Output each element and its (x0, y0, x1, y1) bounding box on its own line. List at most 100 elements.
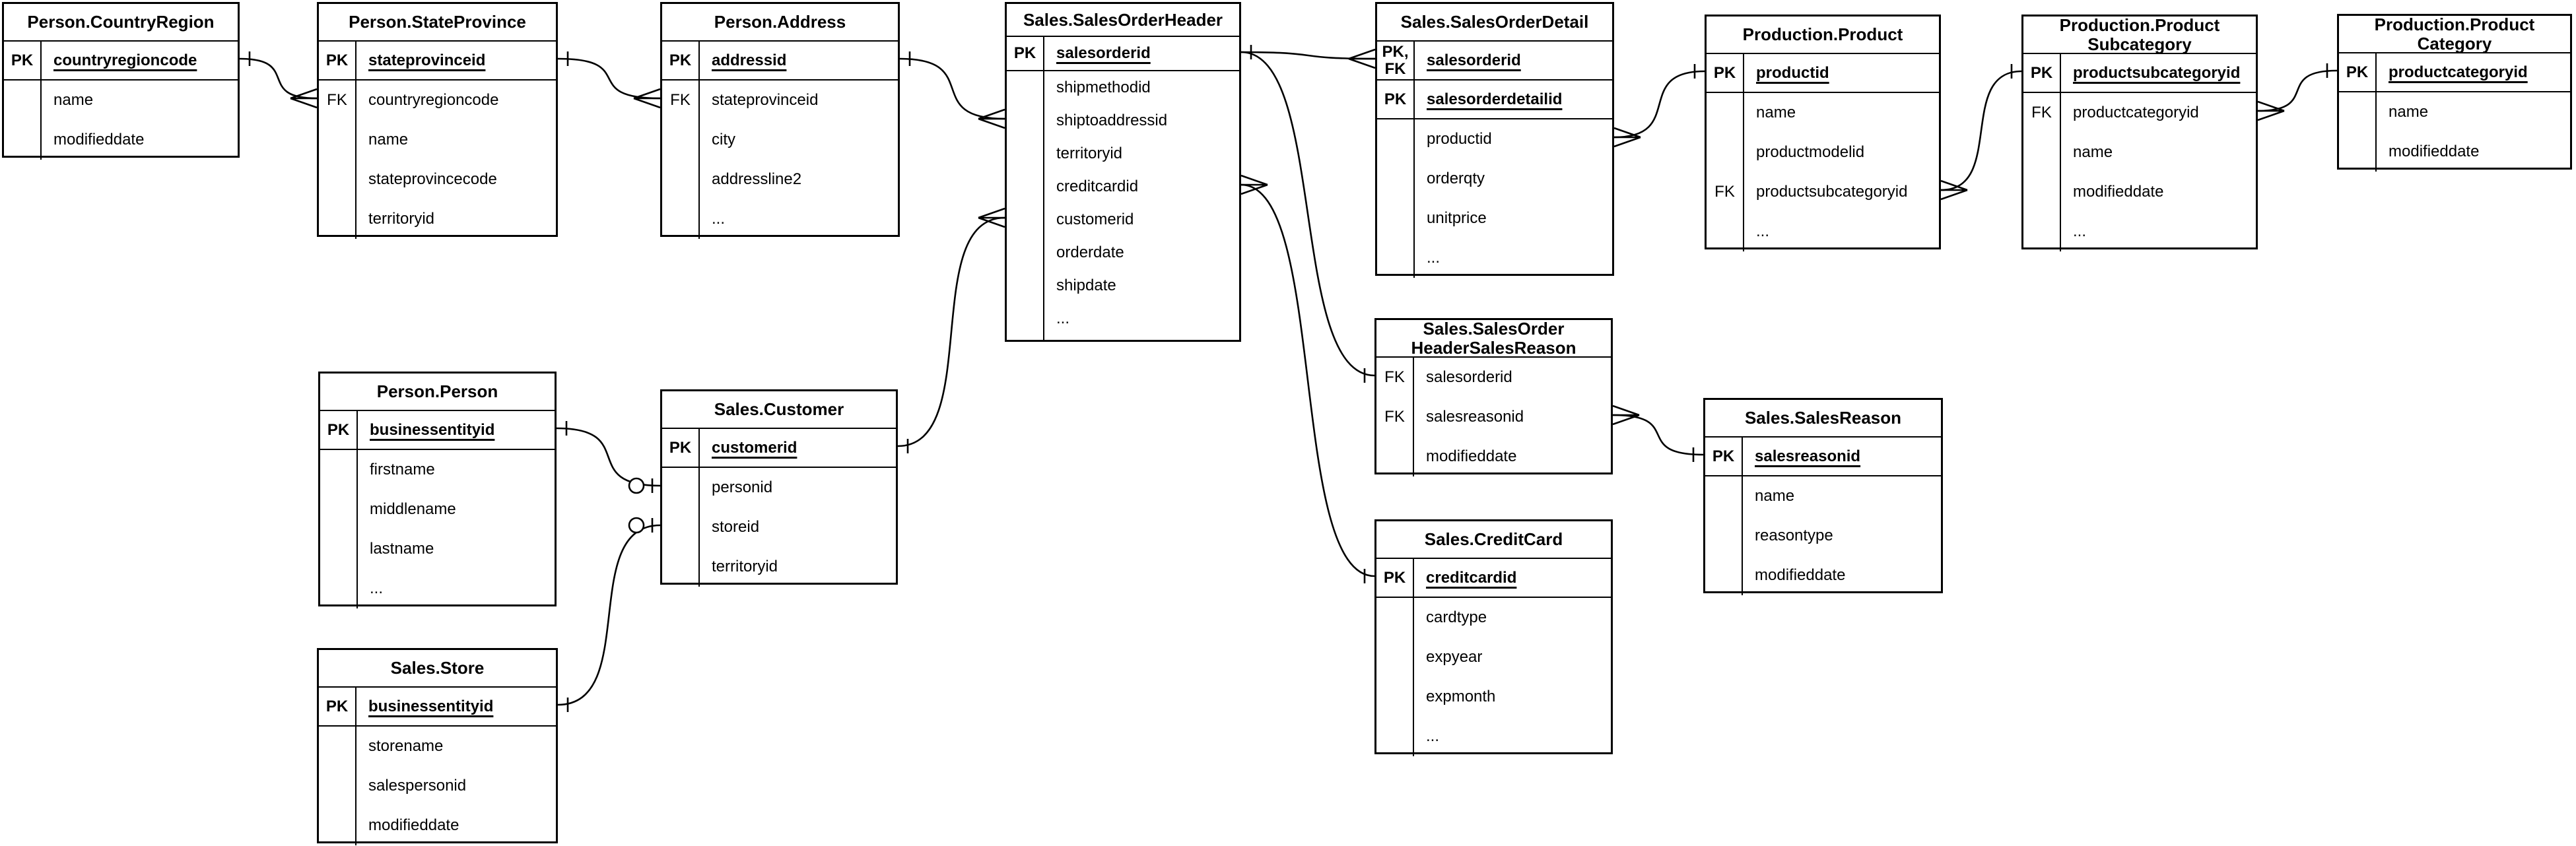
field-name: ... (1056, 309, 1070, 327)
foreign-key-badge: FK (2031, 104, 2052, 121)
key-badge: PK (662, 429, 700, 467)
relationship-salesreason-to-headersalesreason (1612, 405, 1704, 462)
key-column (2339, 92, 2377, 172)
field-name: orderqty (1427, 170, 1485, 187)
primary-key-field: productsubcategoryid (2073, 63, 2241, 82)
empty-key-cell (320, 490, 356, 529)
entity-title: Production.Product Subcategory (2023, 16, 2256, 54)
field-name: ... (1427, 249, 1441, 267)
entity-title: Person.CountryRegion (4, 4, 238, 42)
field-name: expmonth (1426, 688, 1496, 705)
primary-key-field: salesorderid (1427, 51, 1521, 69)
relationship-countryregion-to-stateprovince (239, 51, 318, 109)
entity-title: Person.Person (320, 374, 555, 411)
field-name: storename (368, 737, 444, 755)
key-badge: PK (319, 42, 356, 79)
key-badge: PK (1705, 438, 1743, 475)
empty-key-cell (1007, 104, 1043, 137)
entity-title: Sales.SalesOrderHeader (1007, 4, 1239, 37)
empty-key-cell (1007, 170, 1043, 203)
field-name: stateprovinceid (712, 91, 819, 109)
key-badge: PK, FK (1377, 42, 1415, 79)
entity-title: Production.Product (1707, 16, 1939, 54)
field-name: modifieddate (2073, 183, 2164, 201)
key-column: FK (319, 81, 356, 239)
field-name: creditcardid (1056, 178, 1139, 195)
key-badge: PK (2339, 53, 2377, 91)
field-name: ... (370, 579, 384, 597)
field-name: addressline2 (712, 170, 802, 188)
key-column: FK (1707, 93, 1744, 251)
entity-title: Production.Product Category (2339, 15, 2570, 53)
primary-key-field: creditcardid (1426, 568, 1517, 587)
empty-key-cell (2339, 92, 2375, 132)
empty-key-cell (1007, 269, 1043, 302)
field-name: name (1755, 487, 1795, 505)
empty-key-cell (319, 766, 355, 806)
field-name: customerid (1056, 211, 1134, 228)
field-name: salesreasonid (1426, 408, 1524, 426)
relationship-person-to-customer (556, 421, 661, 494)
field-name: territoryid (1056, 145, 1123, 162)
key-badge: PK (4, 42, 42, 79)
relationship-productcategory-to-productsubcategory (2257, 63, 2338, 121)
key-badge: PK (319, 688, 356, 725)
entity-title: Sales.SalesOrder HeaderSalesReason (1376, 319, 1611, 358)
field-name: unitprice (1427, 209, 1487, 227)
field-name: name (2389, 103, 2429, 121)
field-name: lastname (370, 540, 434, 558)
empty-key-cell (662, 120, 698, 160)
empty-key-cell (319, 727, 355, 766)
empty-key-cell (1376, 598, 1413, 637)
primary-key-field: businessentityid (370, 420, 495, 439)
relationship-customer-to-salesorderheader (897, 207, 1005, 453)
entity-title: Person.StateProvince (319, 4, 556, 42)
field-name: modifieddate (2389, 143, 2480, 160)
foreign-key-badge: FK (327, 91, 347, 109)
field-name: reasontype (1755, 527, 1833, 544)
field-name: salesorderid (1426, 368, 1512, 386)
key-badge: PK (2023, 54, 2061, 92)
relationship-salesorderheader-to-headersalesreason (1240, 51, 1375, 383)
field-name: middlename (370, 500, 456, 518)
empty-key-cell (1377, 119, 1413, 159)
empty-key-cell (319, 199, 355, 239)
primary-key-field: salesorderid (1056, 44, 1151, 62)
relationship-store-to-customer (557, 517, 661, 712)
